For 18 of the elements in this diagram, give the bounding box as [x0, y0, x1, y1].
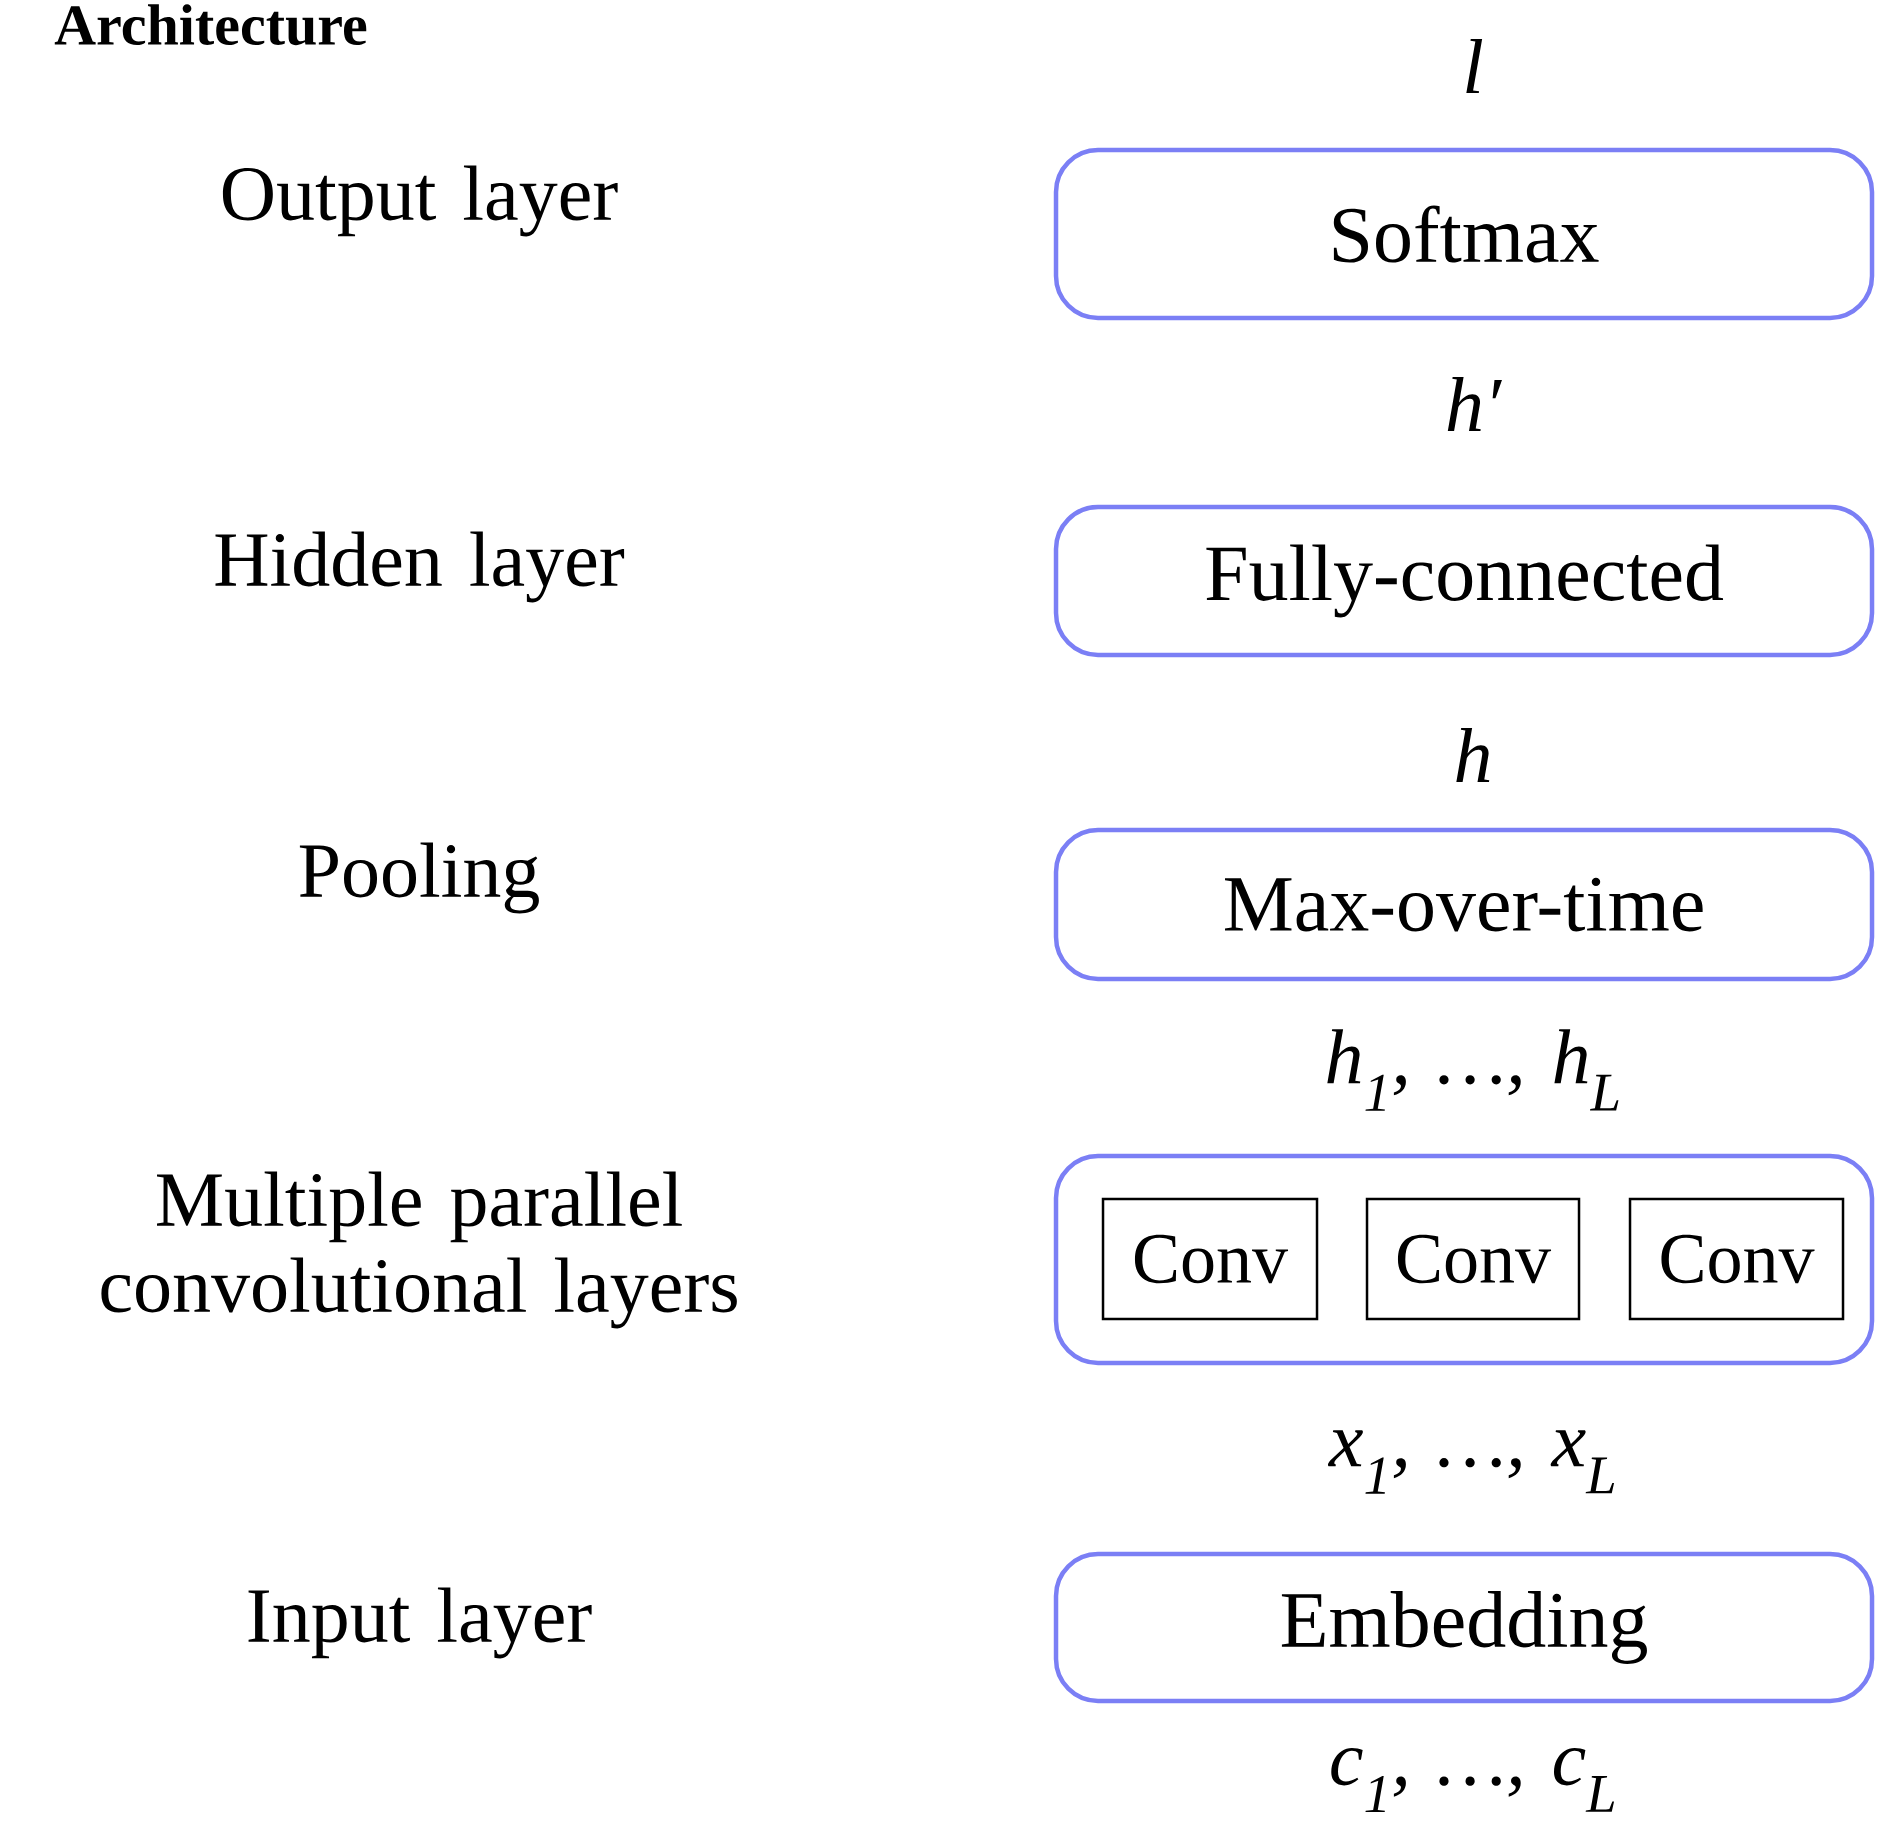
- layer-box: Embedding: [1053, 1551, 1875, 1704]
- conv-box: Conv: [1365, 1197, 1581, 1321]
- layer-name: Output layer: [222, 165, 618, 237]
- variable-label: h$_{1}$, …, h$_{L}$: [1327, 1029, 1619, 1111]
- layer-name: Input layer: [248, 1587, 592, 1659]
- conv-box: Conv: [1628, 1197, 1845, 1321]
- layer-box: Softmax: [1053, 147, 1875, 321]
- variable-label: h: [1456, 727, 1490, 783]
- title: Architecture: [54, 4, 367, 46]
- layer-name: Hidden layer: [215, 531, 625, 603]
- layer-box: Fully-connected: [1053, 504, 1875, 658]
- group-box: [1053, 1153, 1875, 1366]
- variable-label: x$_{1}$, …, x$_{L}$: [1327, 1430, 1615, 1494]
- layer-name: Pooling: [299, 842, 539, 914]
- layer-name: Multiple parallel convolutional layers: [101, 1171, 737, 1329]
- variable-label: h′: [1447, 376, 1502, 432]
- conv-box: Conv: [1101, 1197, 1319, 1321]
- layer-box: Max-over-time: [1053, 827, 1875, 982]
